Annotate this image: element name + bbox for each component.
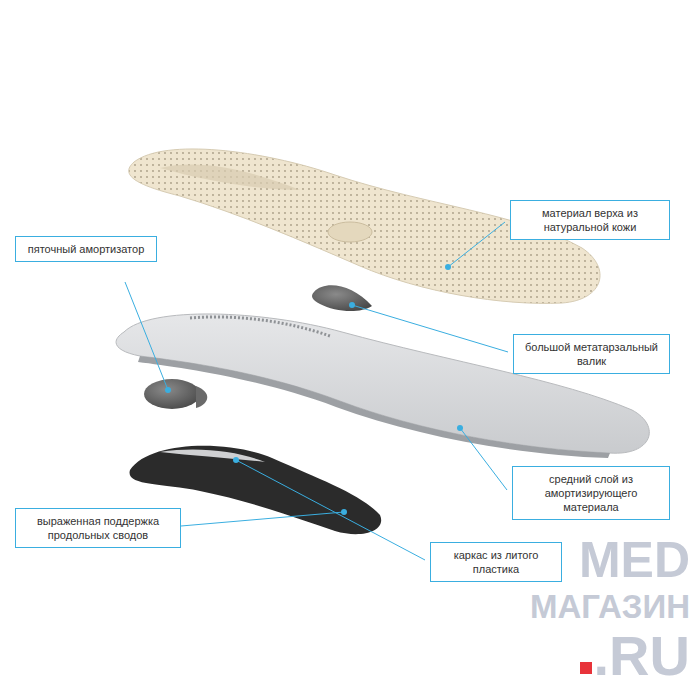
callout-label: материал верха из натуральной кожи xyxy=(517,206,663,234)
callout-box: каркас из литого пластика xyxy=(430,542,562,582)
callout-label: большой метатарзальный валик xyxy=(520,340,663,368)
callout-box: средний слой из амортизирующего материал… xyxy=(512,466,670,520)
watermark: MED xyxy=(579,535,690,585)
watermark: МАГАЗИН xyxy=(530,590,690,623)
callout-box: выраженная поддержка продольных сводов xyxy=(15,508,181,548)
callout-label: каркас из литого пластика xyxy=(437,548,555,576)
callout-label: пяточный амортизатор xyxy=(22,242,150,256)
callout-box: большой метатарзальный валик xyxy=(513,334,670,374)
callout-label: выраженная поддержка продольных сводов xyxy=(22,514,174,542)
watermark: .RU xyxy=(594,628,690,684)
callout-label: средний слой из амортизирующего материал… xyxy=(519,472,663,514)
callout-box: пяточный амортизатор xyxy=(15,236,157,262)
callout-box: материал верха из натуральной кожи xyxy=(510,200,670,240)
